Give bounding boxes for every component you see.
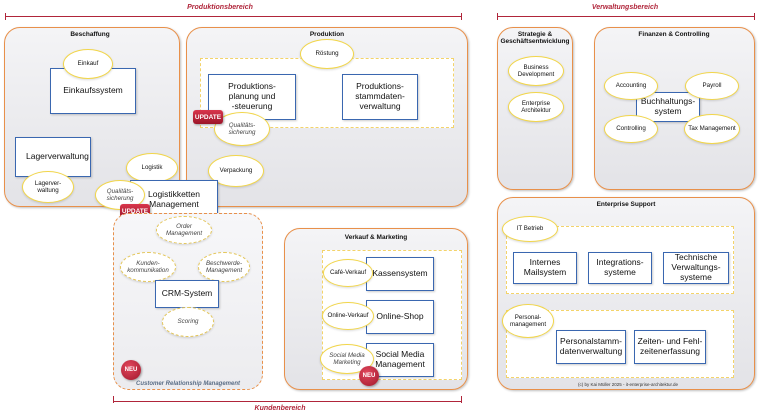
verwaltungsbereich-label: Verwaltungsbereich (591, 4, 659, 11)
area-title-enterprise-support: Enterprise Support (596, 201, 656, 208)
technische-verwaltungssysteme-box[interactable]: Technische Verwaltungs- systeme (663, 252, 729, 284)
business-development-oval[interactable]: Business Development (508, 56, 564, 86)
produktionsbereich-label: Produktionsbereich (187, 4, 253, 11)
qualitaetssicherung-oval-produktion[interactable]: Qualitäts- sicherung (214, 112, 270, 146)
area-title-verkauf-marketing: Verkauf & Marketing (344, 234, 408, 241)
personalmanagement-oval[interactable]: Personal- management (502, 304, 554, 338)
produktionsstammdaten-box[interactable]: Produktions- stammdaten- verwaltung (342, 74, 418, 120)
kassensystem-box[interactable]: Kassensystem (366, 257, 434, 291)
crm-system-box[interactable]: CRM-System (155, 280, 219, 308)
enterprise-architektur-oval[interactable]: Enterprise Architektur (508, 92, 564, 122)
bracket-tick (461, 13, 462, 20)
einkauf-oval[interactable]: Einkauf (63, 49, 113, 79)
kundenbereich-label: Kundenbereich (254, 405, 306, 412)
internes-mailsystem-box[interactable]: Internes Mailsystem (513, 252, 577, 284)
kundenbereich-bracket (113, 401, 462, 402)
zeitenerfassung-box[interactable]: Zeiten- und Fehl- zeitenerfassung (634, 330, 706, 364)
bracket-tick (754, 13, 755, 20)
lagerverwaltung-oval[interactable]: Lagerver- waltung (22, 171, 74, 203)
neu-badge-social: NEU (359, 366, 379, 386)
produktionsbereich-bracket (5, 16, 462, 17)
integrationssysteme-box[interactable]: Integrations- systeme (588, 252, 652, 284)
area-title-beschaffung: Beschaffung (70, 31, 110, 38)
area-title-strategie: Strategie & Geschäftsentwicklung (500, 31, 570, 45)
copyright-text: (c) by Kai Müller 2025 - it-enterprise-a… (577, 382, 679, 387)
verwaltungsbereich-bracket (497, 16, 755, 17)
accounting-oval[interactable]: Accounting (604, 72, 658, 100)
area-title-produktion: Produktion (309, 31, 345, 38)
order-management-oval[interactable]: Order Management (156, 216, 212, 244)
personalstammdatenverwaltung-box[interactable]: Personalstamm- datenverwaltung (556, 330, 626, 364)
beschwerde-management-oval[interactable]: Beschwerde- Management (198, 252, 250, 282)
kundenkommunikation-oval[interactable]: Kunden- kommunikation (120, 252, 176, 282)
controlling-oval[interactable]: Controlling (604, 115, 658, 143)
bracket-tick (113, 396, 114, 403)
crm-area-label: Customer Relationship Management (135, 381, 240, 387)
social-media-marketing-oval[interactable]: Social Media Marketing (320, 344, 374, 374)
roestung-oval[interactable]: Röstung (300, 39, 354, 69)
online-shop-box[interactable]: Online-Shop (366, 300, 434, 334)
logistik-oval[interactable]: Logistik (126, 153, 178, 183)
bracket-tick (497, 13, 498, 20)
bracket-tick (5, 13, 6, 20)
tax-management-oval[interactable]: Tax Management (684, 114, 740, 144)
it-betrieb-oval[interactable]: IT Betrieb (502, 216, 558, 242)
payroll-oval[interactable]: Payroll (685, 72, 739, 100)
scoring-oval[interactable]: Scoring (162, 307, 214, 337)
area-title-finanzen: Finanzen & Controlling (638, 31, 710, 38)
update-badge-produktion: UPDATE (193, 110, 223, 124)
online-verkauf-oval[interactable]: Online-Verkauf (322, 302, 374, 330)
neu-badge-crm: NEU (121, 360, 141, 380)
bracket-tick (461, 396, 462, 403)
cafe-verkauf-oval[interactable]: Café-Verkauf (323, 259, 373, 287)
